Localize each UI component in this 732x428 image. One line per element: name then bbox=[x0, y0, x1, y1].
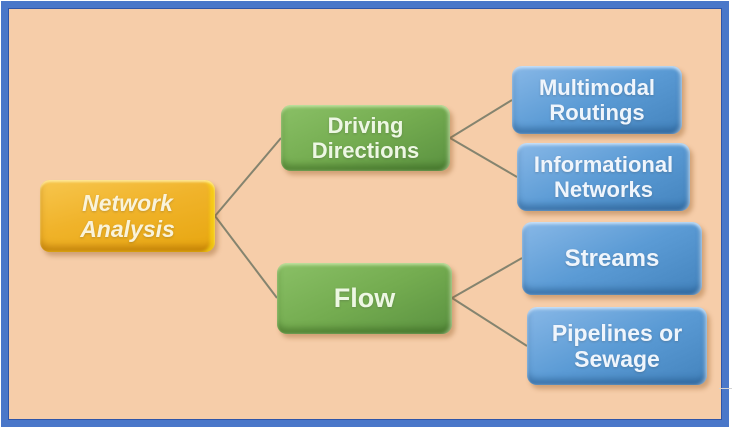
node-network-analysis: Network Analysis bbox=[40, 180, 215, 252]
node-driving-directions: Driving Directions bbox=[281, 105, 450, 171]
node-pipelines-or-sewage: Pipelines or Sewage bbox=[527, 307, 707, 385]
connector-flow-to-streams bbox=[451, 257, 523, 299]
node-multimodal-routings: Multimodal Routings bbox=[512, 66, 682, 134]
connector-flow-to-pipelines bbox=[451, 297, 528, 347]
node-informational-networks: Informational Networks bbox=[517, 143, 690, 211]
connector-root-to-flow bbox=[214, 215, 278, 299]
stray-line-artifact bbox=[719, 388, 732, 389]
connector-driving-to-informational bbox=[449, 137, 518, 178]
node-streams: Streams bbox=[522, 222, 702, 295]
node-flow: Flow bbox=[277, 263, 452, 334]
connector-driving-to-multimodal bbox=[449, 99, 513, 139]
connector-root-to-driving-directions bbox=[214, 137, 282, 217]
